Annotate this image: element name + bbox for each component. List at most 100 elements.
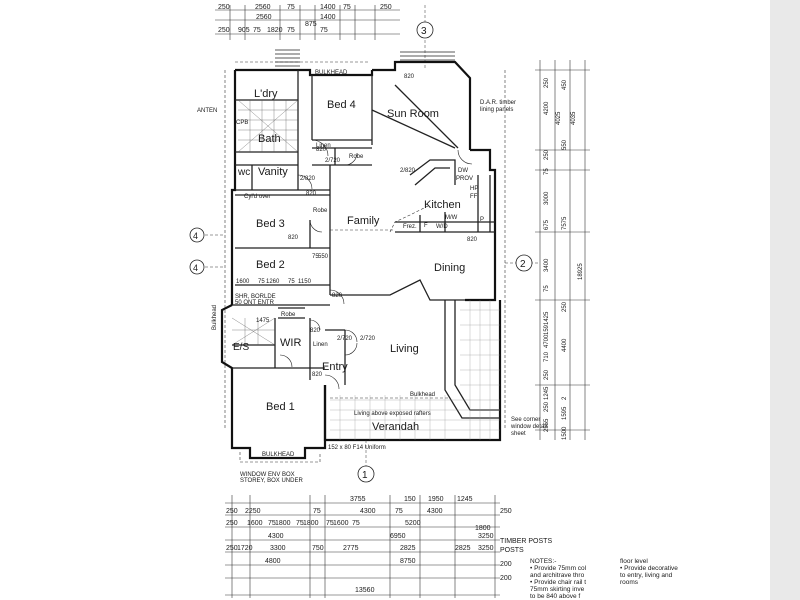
dim-text: 250	[226, 508, 238, 515]
door-size: 820	[306, 191, 317, 197]
stairs-top	[275, 49, 455, 67]
label-anten: ANTEN	[197, 108, 217, 114]
dim-text: 4025	[556, 111, 562, 125]
dim-text: 1800	[303, 520, 319, 527]
room-laundry: L'dry	[254, 88, 278, 100]
scan-shadow	[770, 0, 800, 600]
grid-label: 2	[520, 259, 526, 270]
bottom-dim-labels: 3755 150 1950 1245 200 200 250 2250 75 4…	[226, 496, 552, 594]
label-bulkhead-side: Bulkhead	[212, 305, 218, 330]
label-frez: Frez.	[403, 224, 417, 230]
dim-text: 4300	[360, 508, 376, 515]
tiled-areas	[231, 99, 500, 440]
label-bulkhead-top: BULKHEAD	[315, 70, 348, 76]
label-pantry: P	[480, 217, 484, 223]
grid-marker-top: 3	[416, 5, 434, 70]
label-wd: W/D	[436, 224, 448, 230]
dim-text: 7575	[562, 216, 568, 230]
door-size: 820	[467, 237, 478, 243]
dim-text: 75	[313, 508, 321, 515]
notes-panel: NOTES:- • Provide 75mm col and architrav…	[530, 558, 610, 600]
label-shr: SHR, BORLDE	[235, 294, 276, 300]
left-dim-labels: 1600 75 1260 75 1150 75 550 1475	[236, 254, 329, 324]
grid-label: 4	[193, 263, 198, 273]
dim-text: 2825	[455, 545, 471, 552]
dim-text: 1245	[544, 386, 550, 400]
dim-text: 1500	[562, 426, 568, 440]
dim-text: 250	[544, 149, 550, 160]
dim-text: 2560	[256, 14, 272, 21]
room-sun-room: Sun Room	[387, 108, 439, 120]
grid-label: 3	[421, 26, 427, 37]
note-line: to be 840 above f	[530, 593, 581, 600]
label-dw: DW	[458, 168, 468, 174]
room-bed4: Bed 4	[327, 99, 356, 111]
grid-label: 4	[193, 231, 198, 241]
label-robe: Robe	[349, 154, 364, 160]
dim-text: 1150	[298, 279, 312, 285]
label-ff: FF	[470, 194, 478, 200]
door-size: 820	[316, 147, 327, 153]
note-line: rooms	[620, 579, 639, 586]
dim-text: 75	[352, 520, 360, 527]
dim-text: 2825	[400, 545, 416, 552]
note-line: • Provide chair rail t	[530, 579, 587, 586]
dim-text: 250	[500, 508, 512, 515]
top-dim-labels: 250 2560 75 1400 75 250 2560 1400 250 90…	[218, 4, 392, 34]
dim-text: 250	[218, 27, 230, 34]
label-cpbd: CPB	[236, 120, 248, 126]
dim-text: 250	[218, 4, 230, 11]
bottom-dimensions	[225, 495, 500, 598]
door-size-labels: 820 2/720 2/820 820 820 2/820 820 820 2/…	[288, 74, 478, 378]
interior-walls	[232, 70, 500, 419]
label-prov: PROV	[456, 176, 473, 182]
right-dimensions	[535, 60, 590, 440]
label-living-note: Living above exposed rafters	[354, 411, 431, 417]
label-uniform: 152 x 80 F14 Uniform	[328, 445, 386, 451]
room-entry: Entry	[322, 361, 348, 373]
dim-text: 1400	[320, 4, 336, 11]
dim-text: 75	[287, 4, 295, 11]
dim-text: 75	[312, 254, 319, 260]
door-size: 820	[288, 235, 299, 241]
door-size: 820	[332, 293, 343, 299]
dim-text: 1600	[236, 279, 250, 285]
dim-text: 75	[253, 27, 261, 34]
room-family: Family	[347, 215, 380, 227]
dim-text: 1600	[247, 520, 263, 527]
room-labels: L'dry Bed 4 Sun Room Bath wc Vanity Kitc…	[233, 88, 465, 433]
door-size: 820	[312, 372, 323, 378]
dim-text: 250	[544, 77, 550, 88]
dim-text: 905	[238, 27, 250, 34]
dashed-outlines	[224, 61, 506, 463]
dim-text: 3250	[478, 545, 494, 552]
dim-text: 3000	[544, 191, 550, 205]
dim-text: 2775	[343, 545, 359, 552]
dim-text: 4800	[265, 558, 281, 565]
dim-text: 750	[312, 545, 324, 552]
door-size: 2/820	[300, 176, 316, 182]
label-mw: M/W	[445, 215, 458, 221]
dim-text: 75	[320, 27, 328, 34]
room-living: Living	[390, 343, 419, 355]
dim-text: 3250	[478, 533, 494, 540]
dim-text: 250	[544, 401, 550, 412]
notes-panel-continued: floor level • Provide decorative to entr…	[620, 558, 700, 586]
dim-text: 710	[544, 351, 550, 362]
label-dar-1: D.A.R. timber	[480, 100, 516, 106]
dim-text: 75	[395, 508, 403, 515]
dim-text: 75	[268, 520, 276, 527]
label-linen: Linen	[316, 143, 331, 149]
dim-text: 450	[562, 79, 568, 90]
label-window-1: WINDOW ENV BOX	[240, 472, 295, 478]
dim-text: 4300	[427, 508, 443, 515]
label-robe-bed3: Robe	[313, 208, 328, 214]
dim-text: 13560	[355, 587, 375, 594]
label-cylinder: Cyl'd over	[244, 194, 271, 200]
dim-text: 2250	[245, 508, 261, 515]
door-swings	[279, 139, 473, 390]
dim-text: 200	[500, 561, 512, 568]
door-size: 2/720	[325, 158, 341, 164]
dim-text: 75	[296, 520, 304, 527]
room-bed3: Bed 3	[256, 218, 285, 230]
